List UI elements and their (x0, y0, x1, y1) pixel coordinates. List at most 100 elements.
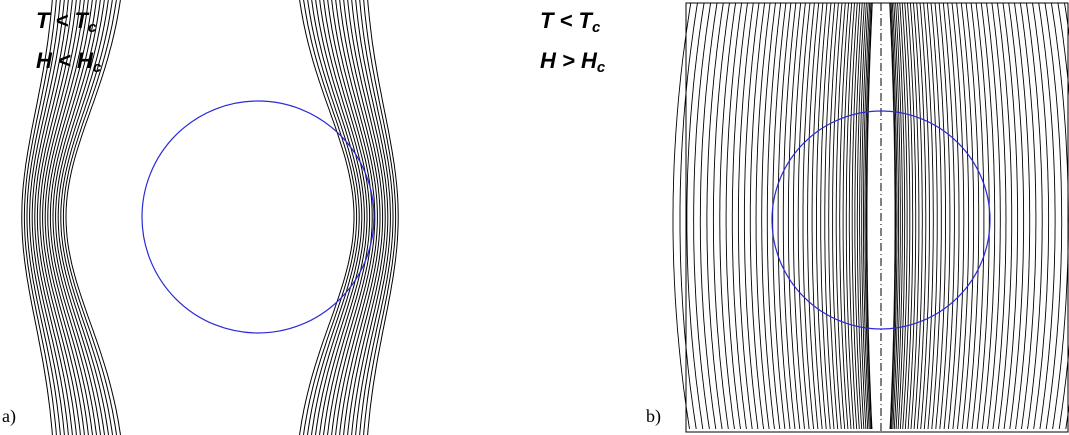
field-lines-plot-a (21, 0, 399, 435)
field-line-b-right-7 (897, 2, 906, 430)
field-line-b-left-34 (737, 2, 754, 430)
field-line-b-left-26 (782, 2, 797, 430)
field-line-b-right-34 (1008, 2, 1025, 430)
condition-temperature-b-sub: c (591, 19, 601, 36)
panel-b: T < Tc H > Hc b) (530, 0, 1069, 435)
field-line-b-left-29 (766, 2, 782, 430)
field-line-b-left-14 (835, 2, 846, 430)
field-line-b-right-10 (904, 2, 914, 430)
field-line-right-4 (311, 0, 363, 435)
field-line-right-3 (307, 0, 360, 435)
field-line-b-left-30 (761, 2, 776, 430)
panel-label-b: b) (646, 406, 661, 426)
field-line-b-left-18 (820, 2, 832, 430)
field-line-b-left-2 (865, 2, 873, 430)
field-line-right-9 (331, 0, 376, 435)
field-line-b-right-14 (916, 2, 927, 430)
field-line-b-left-35 (731, 2, 748, 430)
field-line-left-2 (62, 0, 117, 435)
condition-temperature-a: T < Tc (36, 6, 96, 36)
field-line-b-left-28 (772, 2, 787, 430)
field-lines-plot-b (672, 2, 1069, 433)
field-line-b-right-40 (1044, 2, 1063, 430)
condition-field-b-sub: c (596, 59, 606, 76)
field-line-b-right-28 (975, 2, 990, 430)
panel-label-a: a) (2, 406, 16, 426)
field-line-right-17 (363, 0, 397, 435)
field-line-b-right-18 (930, 2, 942, 430)
field-line-right-13 (347, 0, 386, 435)
field-line-b-right-9 (901, 2, 911, 430)
condition-field-a: H < Hc (36, 46, 101, 76)
field-line-b-right-26 (965, 2, 980, 430)
field-lines-b (672, 2, 1069, 430)
field-line-b-right-13 (912, 2, 923, 430)
field-line-b-left-27 (777, 2, 792, 430)
field-line-b-right-20 (938, 2, 951, 430)
field-line-b-right-31 (991, 2, 1007, 430)
field-line-b-left-19 (816, 2, 828, 430)
field-line-left-9 (44, 0, 89, 435)
field-line-right-11 (339, 0, 381, 435)
field-line-b-left-12 (842, 2, 853, 430)
field-line-b-left-16 (828, 2, 839, 430)
field-line-b-right-3 (890, 2, 898, 430)
field-line-b-left-31 (755, 2, 771, 430)
field-line-b-left-24 (792, 2, 806, 430)
field-line-right-12 (343, 0, 384, 435)
field-line-b-left-42 (686, 2, 705, 430)
field-line-left-15 (29, 0, 65, 435)
field-line-b-left-33 (743, 2, 760, 430)
field-line-b-left-41 (693, 2, 712, 430)
field-line-b-left-39 (706, 2, 724, 430)
field-line-b-right-19 (934, 2, 946, 430)
field-line-left-5 (55, 0, 105, 435)
field-line-right-16 (359, 0, 394, 435)
plot-frame-b (685, 2, 1069, 433)
field-line-b-right-12 (909, 2, 920, 430)
field-line-b-left-20 (811, 2, 824, 430)
field-line-b-right-37 (1025, 2, 1043, 430)
field-line-b-left-17 (824, 2, 836, 430)
field-line-b-left-13 (839, 2, 850, 430)
field-line-right-14 (351, 0, 389, 435)
field-line-b-left-10 (848, 2, 858, 430)
field-line-left-6 (52, 0, 101, 435)
field-line-b-left-44 (672, 2, 692, 430)
field-line-b-left-4 (863, 2, 871, 430)
field-line-right-18 (367, 0, 399, 435)
field-lines-a (21, 0, 399, 435)
field-line-b-right-17 (926, 2, 938, 430)
field-line-right-15 (355, 0, 391, 435)
field-line-left-11 (39, 0, 81, 435)
condition-temperature-a-text: T < T (36, 8, 88, 33)
field-line-b-right-11 (907, 2, 917, 430)
field-line-b-left-40 (699, 2, 718, 430)
field-line-b-right-33 (1002, 2, 1019, 430)
field-line-left-12 (36, 0, 77, 435)
field-line-right-5 (315, 0, 365, 435)
field-line-b-left-6 (859, 2, 867, 430)
condition-field-a-sub: c (92, 59, 102, 76)
field-line-b-left-32 (749, 2, 766, 430)
field-line-b-right-2 (889, 2, 897, 430)
field-line-b-left-7 (856, 2, 865, 430)
field-line-b-left-9 (851, 2, 861, 430)
field-line-b-right-4 (891, 2, 899, 430)
field-line-b-left-23 (797, 2, 811, 430)
field-line-b-left-3 (864, 2, 872, 430)
condition-field-b-text: H > H (540, 48, 597, 73)
field-line-b-left-21 (807, 2, 820, 430)
field-line-left-8 (47, 0, 93, 435)
field-line-right-7 (323, 0, 371, 435)
field-line-left-14 (31, 0, 69, 435)
field-line-b-right-32 (996, 2, 1013, 430)
field-line-b-right-6 (895, 2, 903, 430)
field-line-b-left-37 (719, 2, 737, 430)
field-line-b-right-38 (1032, 2, 1050, 430)
condition-temperature-b-text: T < T (540, 8, 592, 33)
field-line-b-right-15 (919, 2, 930, 430)
panel-a: T < Tc H < Hc a) (0, 0, 530, 435)
field-line-right-2 (303, 0, 358, 435)
field-line-b-right-29 (980, 2, 996, 430)
